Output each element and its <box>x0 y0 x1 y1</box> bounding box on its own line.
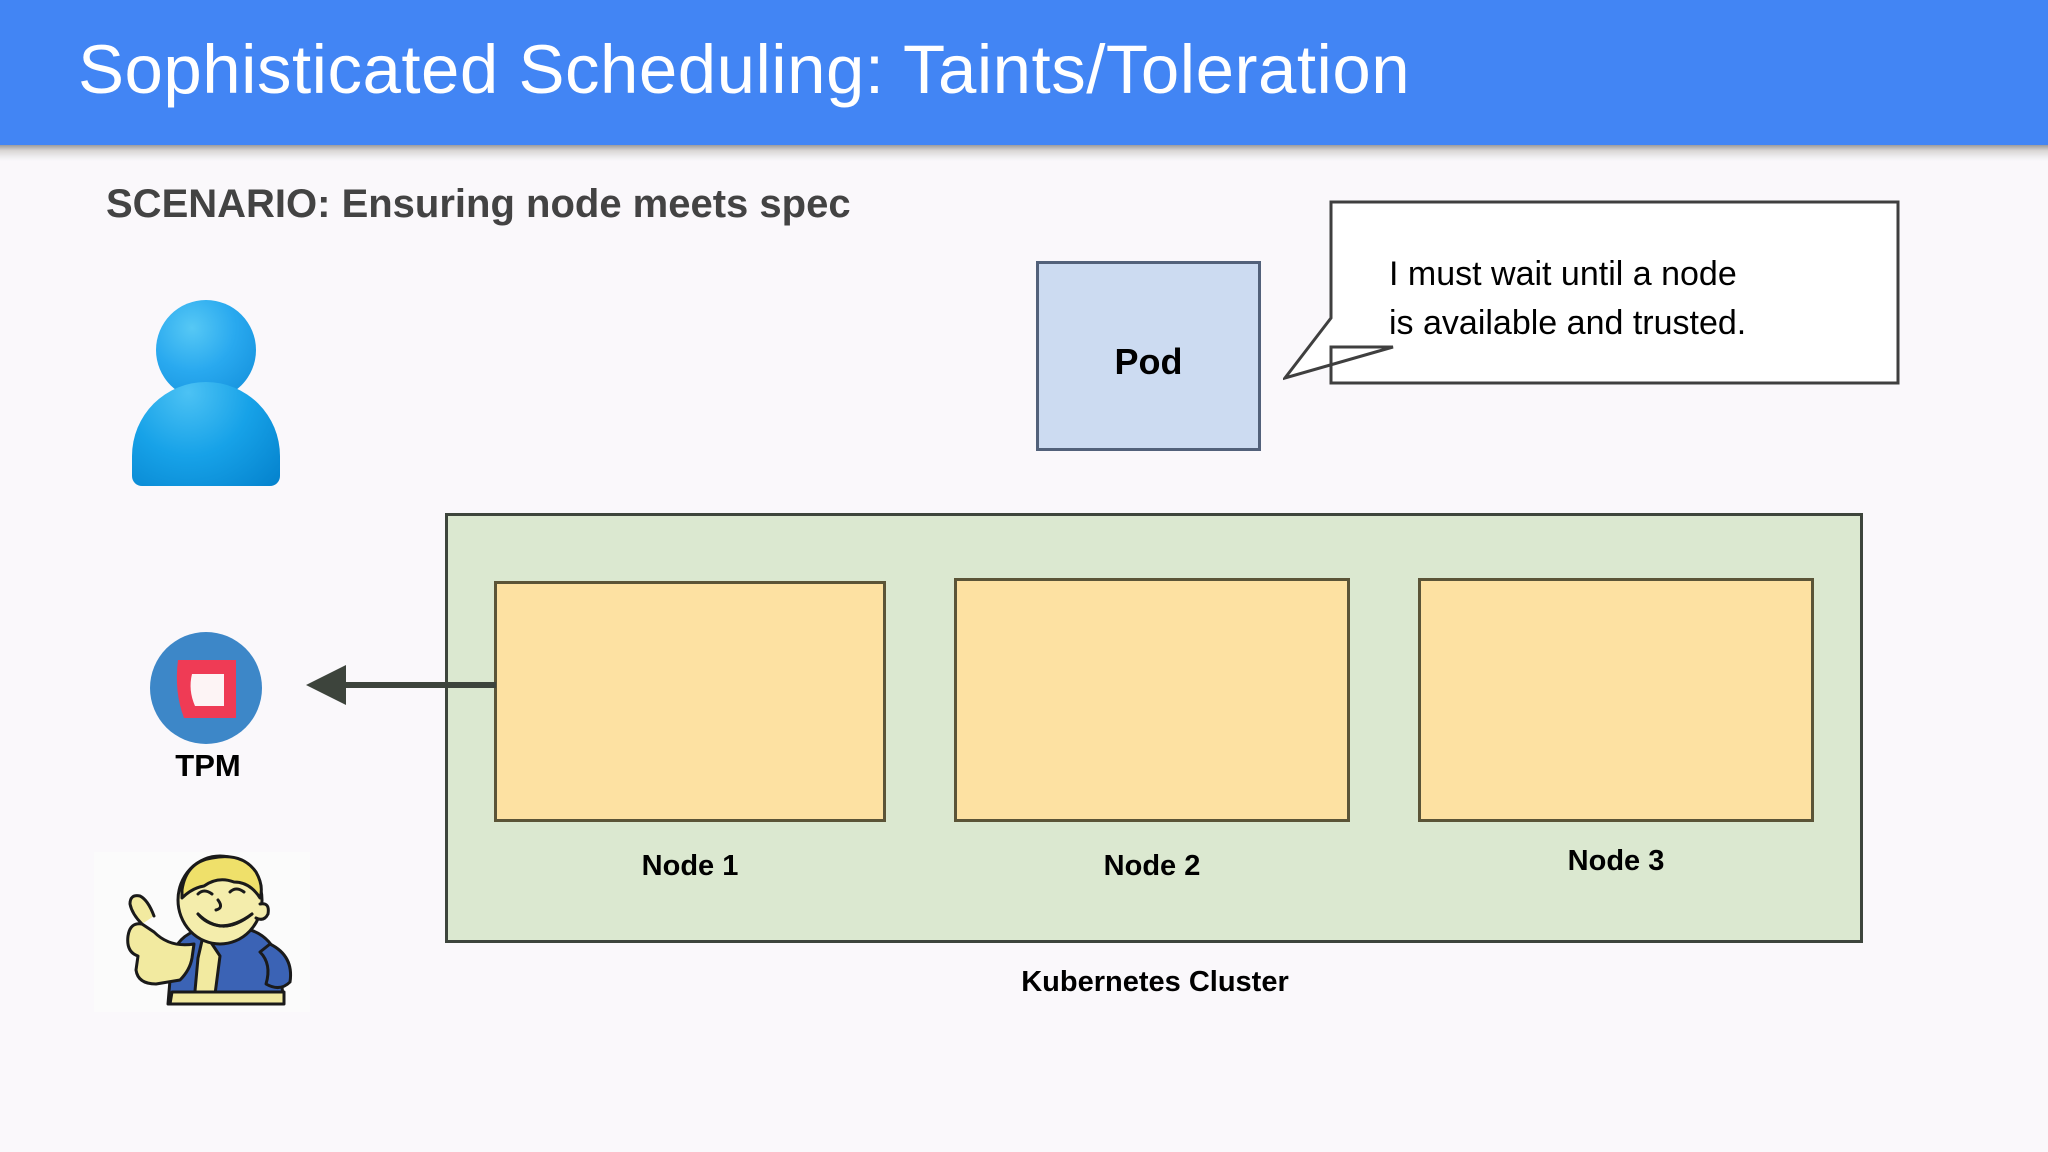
pod-label: Pod <box>1114 341 1183 382</box>
speech-line-2: is available and trusted. <box>1389 304 1747 342</box>
vault-boy-thumbs-up-icon <box>94 852 310 1012</box>
node-label-2: Node 2 <box>1103 850 1201 882</box>
title-banner <box>0 0 2048 145</box>
speech-bubble-shape <box>1283 200 1900 385</box>
user-avatar-icon <box>130 300 282 486</box>
tpm-chip-icon <box>150 632 262 744</box>
node-box-2[interactable] <box>954 578 1350 822</box>
node-label-3: Node 3 <box>1567 845 1665 877</box>
node-label-1: Node 1 <box>641 850 739 882</box>
node-box-1[interactable] <box>494 581 886 822</box>
speech-bubble-text: I must wait until a node is available an… <box>1389 250 1859 348</box>
pod-box[interactable]: Pod <box>1036 261 1261 451</box>
node-box-3[interactable] <box>1418 578 1814 822</box>
speech-bubble: I must wait until a node is available an… <box>1283 200 1900 385</box>
speech-line-1: I must wait until a node <box>1389 255 1737 293</box>
scenario-heading: SCENARIO: Ensuring node meets spec <box>106 182 851 226</box>
tpm-group: TPM <box>148 630 278 810</box>
avatar-body-shape <box>132 382 280 486</box>
tpm-label: TPM <box>175 748 241 783</box>
page-title: Sophisticated Scheduling: Taints/Tolerat… <box>78 31 1411 108</box>
cluster-to-tpm-arrow <box>306 665 496 705</box>
title-banner-shadow <box>0 145 2048 161</box>
kubernetes-cluster-label: Kubernetes Cluster <box>1021 966 1289 998</box>
